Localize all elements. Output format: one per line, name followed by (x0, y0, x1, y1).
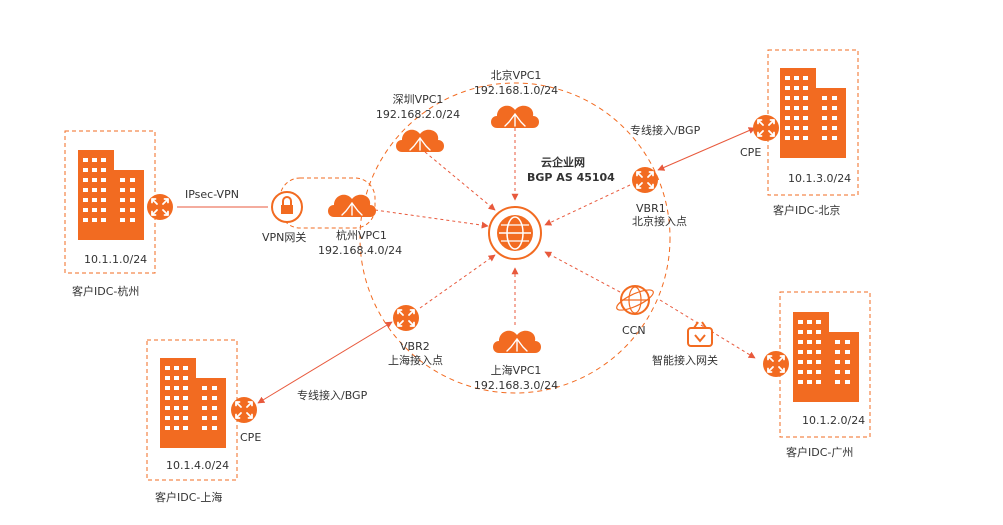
cpe-icon (230, 396, 258, 424)
core-name: 云企业网 (541, 156, 585, 169)
vpc-beijing-cidr: 192.168.1.0/24 (473, 84, 559, 97)
vbr2-site: 上海接入点 (388, 354, 443, 367)
vbr1-icon (631, 166, 659, 194)
idc-beijing-cidr: 10.1.3.0/24 (788, 172, 852, 185)
vbr1-link-label: 专线接入/BGP (630, 124, 701, 137)
vbr2-link-label: 专线接入/BGP (297, 389, 368, 402)
ccn-ring (359, 82, 671, 394)
idc-hangzhou-name: 客户IDC-杭州 (72, 285, 140, 298)
ipsec-label: IPsec-VPN (185, 188, 239, 201)
arrow-hangzhou-vpc-core (374, 209, 489, 229)
idc-hangzhou-cidr: 10.1.1.0/24 (84, 253, 148, 266)
vpn-gateway-icon (271, 191, 303, 223)
vpc-hangzhou-cidr: 192.168.4.0/24 (318, 244, 403, 257)
idc-guangzhou-cidr: 10.1.2.0/24 (802, 414, 866, 427)
vpc-beijing-name: 北京VPC1 (490, 69, 542, 82)
vpc-hangzhou-name: 杭州VPC1 (336, 229, 387, 242)
vpn-gateway-label: VPN网关 (262, 231, 307, 244)
vpc-shenzhen-cidr: 192.168.2.0/24 (375, 108, 461, 121)
vpc-shenzhen-name: 深圳VPC1 (392, 93, 444, 106)
building-icon (780, 68, 846, 158)
smart-gateway-label: 智能接入网关 (652, 354, 718, 367)
vbr1-name: VBR1 (636, 202, 666, 215)
ccn-icon (616, 285, 654, 315)
arrow-shenzhen-vpc-core (424, 151, 496, 211)
vbr2-icon (392, 304, 420, 332)
cloud-icon (395, 129, 445, 153)
vbr1-site: 北京接入点 (632, 215, 687, 228)
vpc-shanghai-cidr: 192.168.3.0/24 (473, 379, 559, 392)
idc-shanghai-name: 客户IDC-上海 (155, 491, 223, 504)
ccn-label: CCN (622, 324, 646, 337)
idc-box-guangzhou (779, 291, 871, 438)
vpc-shanghai-name: 上海VPC1 (490, 364, 542, 377)
cen-globe-icon (488, 206, 542, 260)
cloud-icon (327, 194, 377, 218)
router-icon (762, 350, 790, 378)
idc-beijing-name: 客户IDC-北京 (773, 204, 841, 217)
dedicated-link-shanghai (257, 321, 393, 404)
core-bgp: BGP AS 45104 (527, 171, 615, 184)
dedicated-link-beijing (657, 127, 756, 171)
cpe-icon (752, 114, 780, 142)
cpe-beijing-label: CPE (740, 146, 762, 159)
cloud-icon (490, 105, 540, 129)
idc-box-beijing (767, 49, 859, 196)
cloud-icon (492, 330, 542, 354)
smart-access-gateway-icon (687, 321, 713, 347)
vbr2-name: VBR2 (400, 340, 430, 353)
building-icon (160, 358, 226, 448)
idc-box-shanghai (146, 339, 238, 481)
idc-shanghai-cidr: 10.1.4.0/24 (166, 459, 230, 472)
building-icon (78, 150, 144, 240)
arrow-vbr1-core (544, 184, 631, 226)
idc-guangzhou-name: 客户IDC-广州 (786, 446, 854, 459)
building-icon (793, 312, 859, 402)
arrow-vbr2-core (419, 254, 496, 309)
router-icon (146, 193, 174, 221)
cpe-shanghai-label: CPE (240, 431, 262, 444)
arrow-ccn-core (544, 251, 621, 293)
